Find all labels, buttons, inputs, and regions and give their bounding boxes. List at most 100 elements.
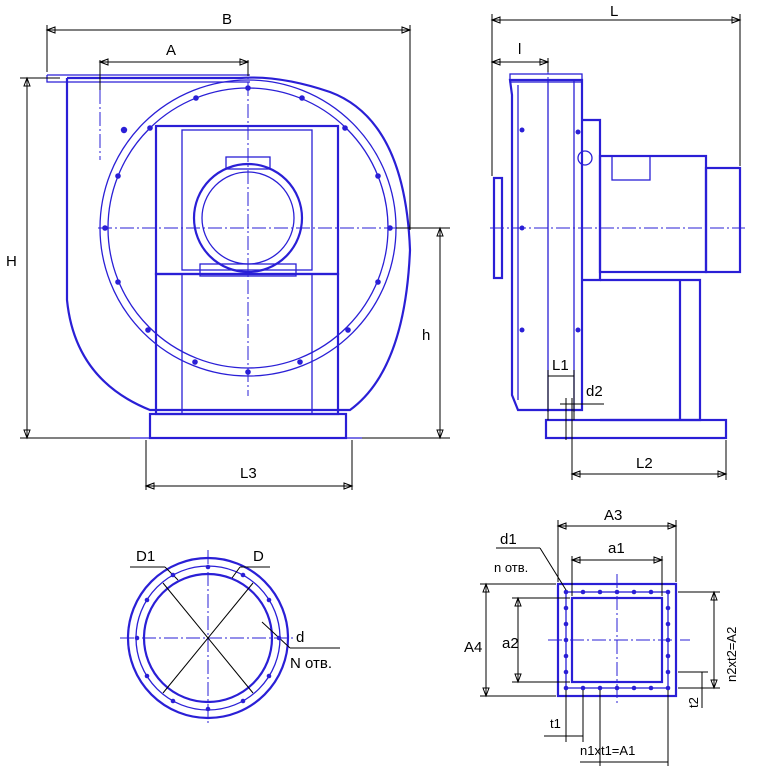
label-N-holes: N отв. — [290, 655, 332, 672]
bolt-hole — [519, 127, 525, 133]
bolt-hole — [665, 685, 671, 691]
bolt-hole — [120, 126, 128, 134]
bolt-hole — [563, 653, 569, 659]
bolt-hole — [614, 589, 620, 595]
bolt-hole — [240, 572, 246, 578]
side-outlet-flange — [509, 73, 583, 83]
square-dimensions: A3 a1 d1 n отв. A4 a2 n2xt2=A2 t2 t1 — [464, 507, 739, 766]
side-dimensions: L l L1 d2 L2 — [490, 3, 742, 480]
bolt-hole — [375, 173, 381, 179]
label-n1t1: n1xt1=A1 — [580, 743, 635, 758]
bolt-hole — [597, 685, 603, 691]
dim-D-line — [162, 582, 254, 694]
bolt-hole — [115, 279, 121, 285]
bolt-hole — [519, 225, 525, 231]
bolt-hole — [575, 327, 581, 333]
bolt-hole — [147, 125, 153, 131]
label-A: A — [166, 42, 176, 59]
bolt-hole — [387, 225, 393, 231]
side-motor — [598, 154, 708, 274]
label-n-holes: n отв. — [494, 560, 528, 575]
label-D: D — [253, 548, 264, 565]
label-n2t2: n2xt2=A2 — [724, 627, 739, 682]
bolt-hole — [563, 637, 569, 643]
bolt-hole — [245, 369, 251, 375]
bolt-hole — [597, 589, 603, 595]
bolt-hole — [205, 706, 211, 712]
label-d: d — [296, 629, 304, 646]
label-L1: L1 — [552, 357, 569, 374]
round-flange-view: D1 D d N отв. — [120, 548, 340, 726]
bolt-hole — [192, 359, 198, 365]
motor-frame-inner — [181, 129, 313, 271]
label-d2: d2 — [586, 383, 603, 400]
label-L: L — [610, 3, 618, 20]
label-H: H — [6, 253, 17, 270]
bolt-hole — [144, 673, 150, 679]
bolt-hole — [580, 685, 586, 691]
label-l: l — [518, 41, 521, 58]
front-dimensions: B A H h L3 — [6, 11, 450, 490]
bolt-hole — [563, 621, 569, 627]
bolt-hole — [144, 597, 150, 603]
bolt-hole — [205, 564, 211, 570]
bolt-hole — [580, 589, 586, 595]
bolt-hole — [563, 589, 569, 595]
volute-housing — [65, 76, 412, 412]
label-D1: D1 — [136, 548, 155, 565]
square-flange-view — [548, 574, 690, 706]
bolt-hole — [276, 635, 282, 641]
bolt-hole — [563, 685, 569, 691]
bolt-hole — [631, 685, 637, 691]
bolt-hole — [563, 605, 569, 611]
bolt-hole — [299, 95, 305, 101]
bolt-hole — [342, 125, 348, 131]
label-L2: L2 — [636, 455, 653, 472]
motor-frame — [154, 124, 340, 276]
side-terminal-box — [611, 155, 651, 181]
bolt-hole — [240, 698, 246, 704]
side-support — [600, 278, 702, 422]
bolt-hole — [665, 605, 671, 611]
label-a2: a2 — [502, 635, 519, 652]
label-t1: t1 — [550, 716, 561, 731]
label-a1: a1 — [608, 540, 625, 557]
dim-d-leader — [261, 621, 291, 649]
bolt-hole — [193, 95, 199, 101]
bolt-hole — [648, 685, 654, 691]
bolt-hole — [575, 129, 581, 135]
bolt-hole — [170, 698, 176, 704]
bolt-hole — [375, 279, 381, 285]
label-t2: t2 — [686, 697, 701, 708]
side-view — [490, 60, 745, 440]
base-plate — [148, 412, 348, 440]
bolt-hole — [145, 327, 151, 333]
bolt-hole — [631, 589, 637, 595]
side-inspection-plug — [577, 150, 593, 166]
side-base-plate — [544, 418, 728, 440]
bolt-hole — [665, 621, 671, 627]
bolt-hole — [614, 685, 620, 691]
label-A4: A4 — [464, 639, 482, 656]
label-h: h — [422, 327, 430, 344]
bolt-hole — [648, 589, 654, 595]
bolt-hole — [563, 669, 569, 675]
support-frame — [154, 272, 340, 416]
bolt-hole — [134, 635, 140, 641]
front-view — [46, 60, 412, 440]
side-motor-frame — [582, 118, 602, 282]
bolt-hole — [665, 589, 671, 595]
label-d1: d1 — [500, 531, 517, 548]
dim-d1-leader — [539, 547, 567, 591]
label-A3: A3 — [604, 507, 622, 524]
side-motor-fan-cover — [704, 166, 742, 274]
bolt-hole — [519, 327, 525, 333]
bolt-hole — [665, 653, 671, 659]
bolt-hole — [170, 572, 176, 578]
bolt-hole — [297, 359, 303, 365]
label-L3: L3 — [240, 465, 257, 482]
bolt-hole — [345, 327, 351, 333]
outlet-flange — [46, 74, 250, 83]
bolt-hole — [266, 673, 272, 679]
